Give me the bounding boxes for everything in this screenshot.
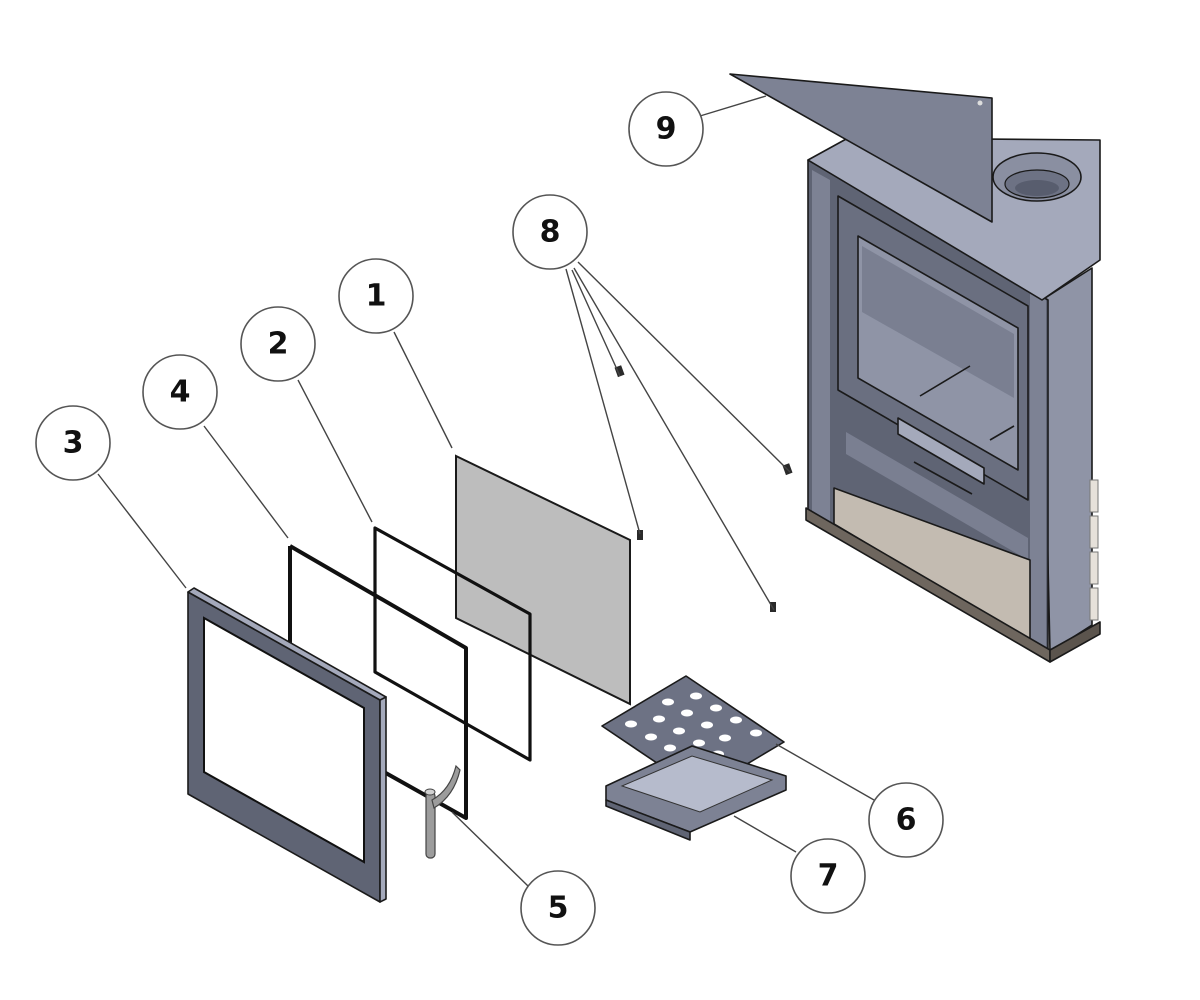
- balloon-2: 2: [240, 306, 316, 382]
- ash-compartment: [846, 432, 1028, 560]
- part-top-baffle-plate: [729, 73, 993, 223]
- leader-lines: [97, 95, 875, 887]
- balloon-8: 8: [512, 194, 588, 270]
- part-door-handle: [424, 764, 461, 859]
- balloon-7: 7: [790, 838, 866, 914]
- balloon-6: 6: [868, 782, 944, 858]
- leader-7: [733, 815, 797, 853]
- balloon-1: 1: [338, 258, 414, 334]
- svg-text:4: 4: [170, 375, 191, 410]
- svg-text:1: 1: [366, 279, 387, 314]
- leader-1: [393, 331, 453, 449]
- svg-text:6: 6: [896, 803, 917, 838]
- leader-4: [203, 425, 289, 539]
- balloon-5: 5: [520, 870, 596, 946]
- svg-text:2: 2: [268, 327, 289, 362]
- svg-text:3: 3: [63, 426, 84, 461]
- leader-8b: [571, 269, 621, 377]
- svg-text:7: 7: [818, 859, 839, 894]
- stove-body: [805, 137, 1101, 663]
- leader-8a: [565, 268, 641, 535]
- leader-2: [297, 379, 373, 523]
- leader-9: [699, 95, 767, 117]
- stove-right-pillar: [1030, 292, 1046, 650]
- leader-3: [97, 473, 187, 589]
- balloon-4: 4: [142, 354, 218, 430]
- svg-text:9: 9: [656, 112, 677, 147]
- leader-6: [775, 743, 875, 801]
- stove-right-side: [1041, 267, 1093, 653]
- leader-8c: [573, 267, 775, 611]
- svg-text:8: 8: [540, 215, 561, 250]
- leader-5: [451, 811, 529, 887]
- firebox-back: [862, 246, 1014, 398]
- side-hinges: [1089, 479, 1099, 621]
- part-ash-pan: [605, 745, 787, 841]
- svg-text:5: 5: [548, 891, 569, 926]
- air-vent-slot: [897, 417, 985, 485]
- leader-8d: [577, 261, 791, 473]
- part-glass-gasket: [373, 526, 532, 762]
- balloon-3: 3: [35, 405, 111, 481]
- stove-base-side: [1049, 621, 1101, 663]
- part-glass-panel: [455, 454, 631, 706]
- flue-collar: [992, 152, 1082, 202]
- balloon-9: 9: [628, 91, 704, 167]
- part-door-frame: [187, 587, 387, 903]
- stove-left-pillar: [812, 170, 830, 522]
